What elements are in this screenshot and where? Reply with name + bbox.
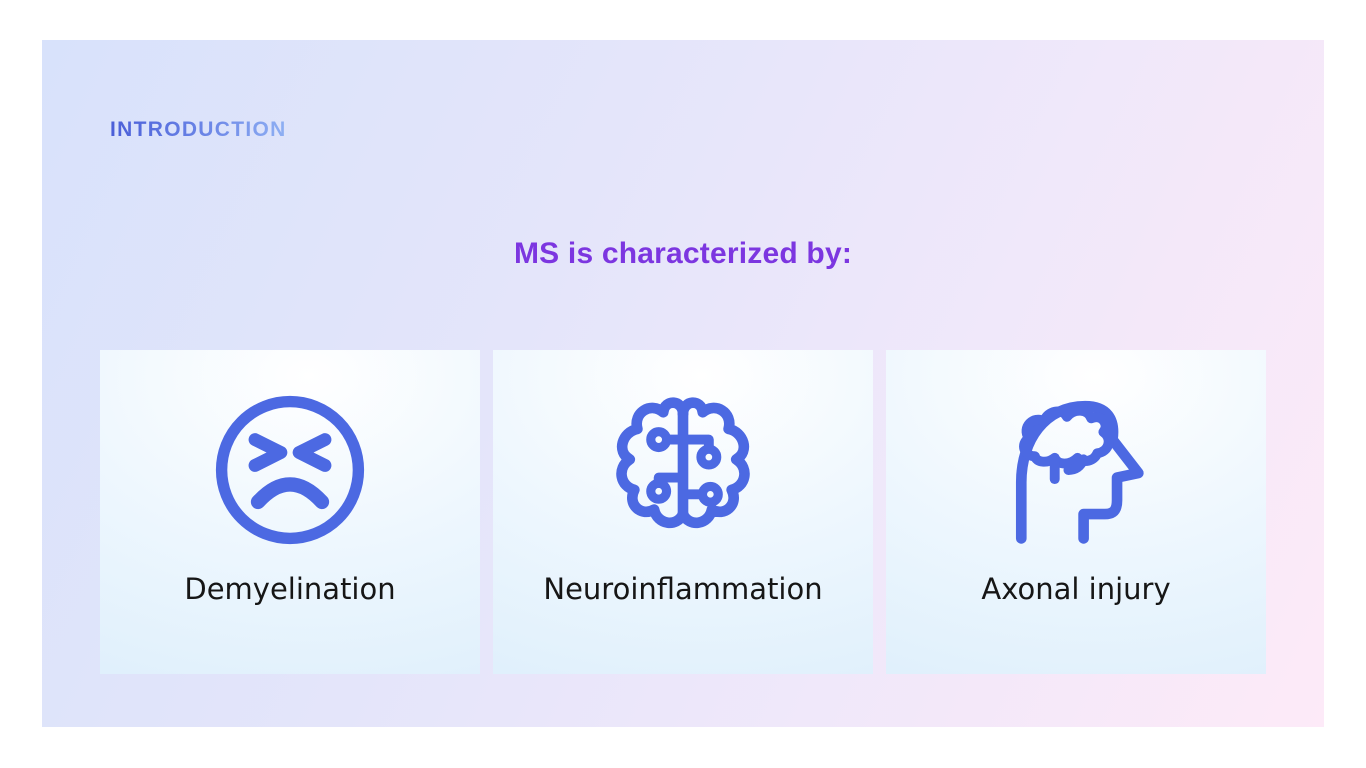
slide-canvas: INTRODUCTION MS is characterized by: Dem… bbox=[42, 40, 1324, 727]
brain-circuit-icon bbox=[607, 394, 759, 546]
head-profile-brain-icon bbox=[1000, 394, 1152, 546]
card-demyelination: Demyelination bbox=[100, 350, 480, 674]
section-kicker: INTRODUCTION bbox=[110, 118, 287, 141]
card-label: Axonal injury bbox=[981, 572, 1171, 606]
slide-title: MS is characterized by: bbox=[513, 237, 853, 270]
pained-face-icon bbox=[214, 394, 366, 546]
card-axonal-injury: Axonal injury bbox=[886, 350, 1266, 674]
card-label: Neuroinflammation bbox=[543, 572, 823, 606]
card-neuroinflammation: Neuroinflammation bbox=[493, 350, 873, 674]
card-row: Demyelination Neuroinflammatio bbox=[100, 350, 1266, 674]
card-label: Demyelination bbox=[184, 572, 396, 606]
